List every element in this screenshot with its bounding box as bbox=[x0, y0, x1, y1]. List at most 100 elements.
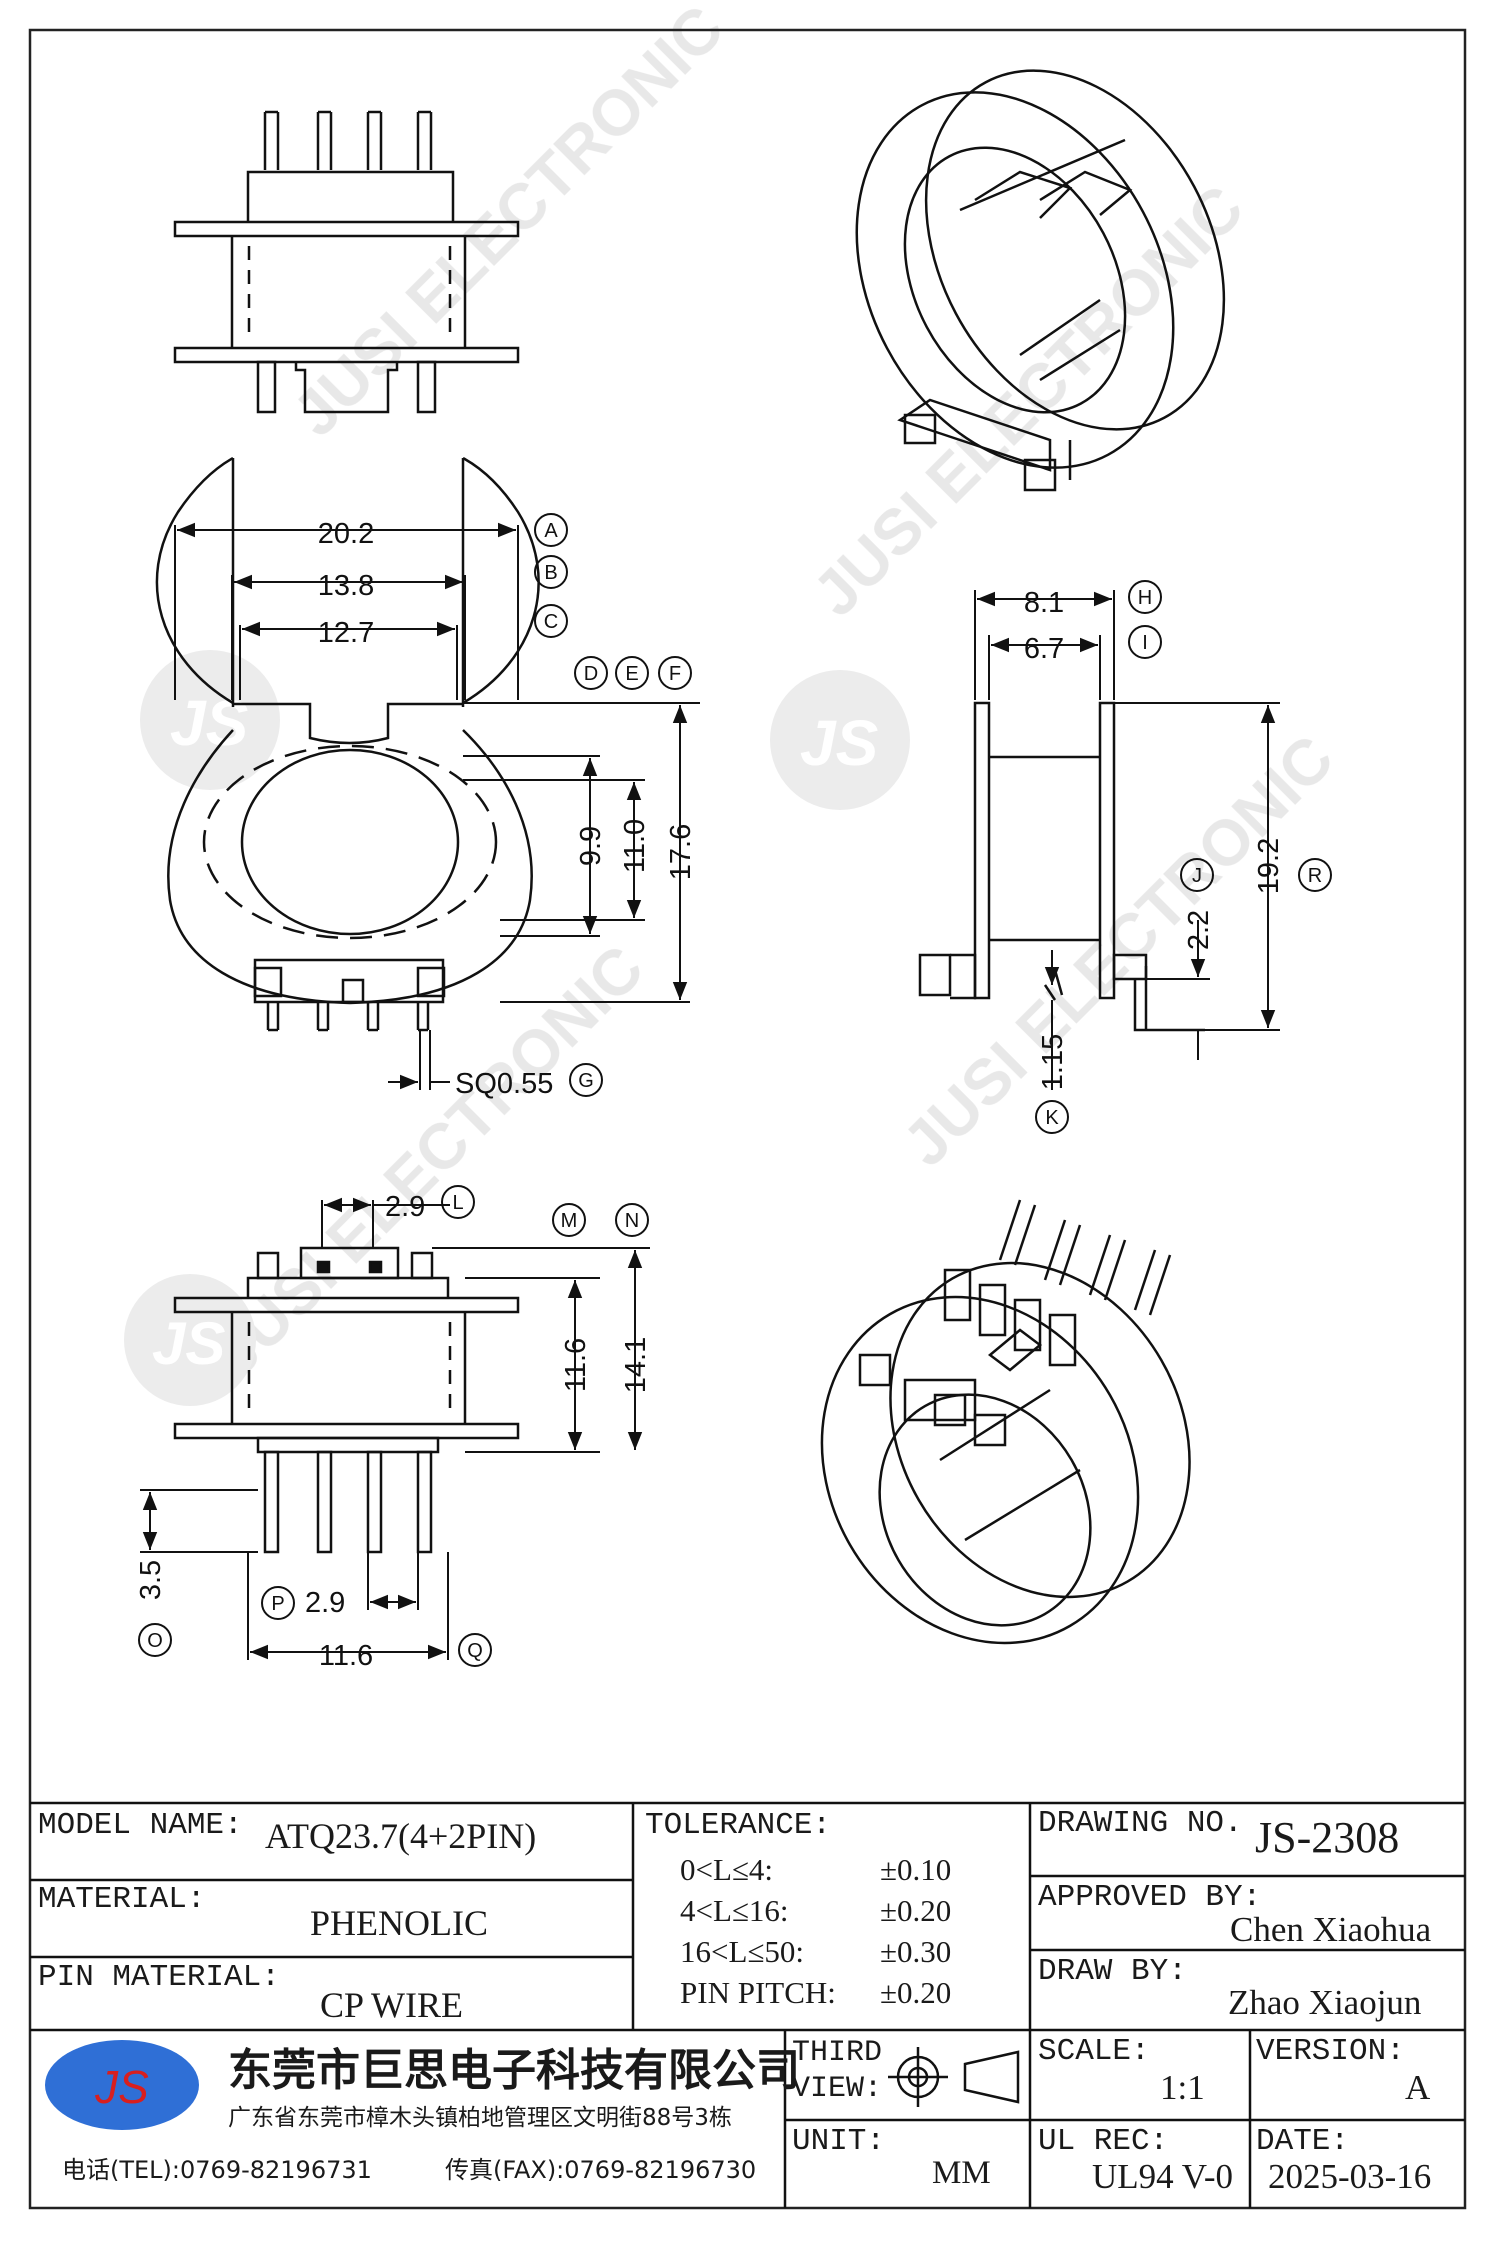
tolerance-value-2: ±0.20 bbox=[880, 1893, 952, 1928]
pin-material-label: PIN MATERIAL: bbox=[38, 1960, 280, 1995]
callout-d: D bbox=[584, 663, 598, 685]
scale-label: SCALE: bbox=[1038, 2034, 1150, 2069]
callout-l: L bbox=[452, 1192, 463, 1214]
dim-11-6-v: 11.6 bbox=[560, 1338, 592, 1392]
model-name-label: MODEL NAME: bbox=[38, 1808, 243, 1843]
dim-17-6: 17.6 bbox=[665, 824, 697, 880]
callout-circles bbox=[138, 513, 1332, 1667]
callout-i: I bbox=[1142, 632, 1148, 654]
date-label: DATE: bbox=[1256, 2124, 1350, 2159]
tolerance-value-1: ±0.10 bbox=[880, 1852, 952, 1887]
watermark-text-4: JUSI ELECTRONIC bbox=[889, 722, 1347, 1180]
draw-by-value: Zhao Xiaojun bbox=[1228, 1983, 1422, 2022]
dim-2-9-bot: 2.9 bbox=[305, 1587, 345, 1619]
watermark-logo-3 bbox=[124, 1274, 256, 1406]
dim-9-9: 9.9 bbox=[575, 826, 607, 866]
company-name: 东莞市巨思电子科技有限公司 bbox=[228, 2045, 800, 2096]
tolerance-value-3: ±0.30 bbox=[880, 1934, 952, 1969]
callout-m: M bbox=[561, 1210, 578, 1232]
callout-g: G bbox=[578, 1070, 594, 1092]
dim-14-1: 14.1 bbox=[620, 1337, 652, 1393]
callout-j: J bbox=[1192, 865, 1202, 887]
callout-r: R bbox=[1308, 865, 1322, 887]
company-address: 广东省东莞市樟木头镇柏地管理区文明街88号3栋 bbox=[228, 2105, 732, 2131]
dim-2-2: 2.2 bbox=[1183, 910, 1215, 950]
watermark-logo-text-2: JS bbox=[800, 707, 879, 779]
dimension-lines-bottom bbox=[140, 1197, 650, 1660]
date-value: 2025-03-16 bbox=[1268, 2157, 1432, 2196]
third-view-label-2: VIEW: bbox=[792, 2072, 883, 2106]
dim-6-7: 6.7 bbox=[1024, 633, 1064, 665]
unit-label: UNIT: bbox=[792, 2124, 886, 2159]
dim-13-8: 13.8 bbox=[318, 570, 374, 602]
callout-c: C bbox=[544, 611, 558, 633]
dim-8-1: 8.1 bbox=[1024, 587, 1064, 619]
callout-e: E bbox=[625, 663, 638, 685]
version-value: A bbox=[1405, 2068, 1431, 2107]
tolerance-range-2: 4<L≤16: bbox=[680, 1893, 789, 1928]
dimension-lines-right bbox=[974, 590, 1280, 1090]
callout-p: P bbox=[271, 1593, 284, 1615]
callout-b: B bbox=[544, 562, 557, 584]
callout-h: H bbox=[1138, 587, 1152, 609]
front-view bbox=[155, 456, 540, 1032]
unit-value: MM bbox=[932, 2155, 991, 2191]
watermark-logo-text-1: JS bbox=[170, 687, 249, 759]
scale-value: 1:1 bbox=[1160, 2068, 1205, 2107]
dim-sq: SQ0.55 bbox=[455, 1068, 553, 1100]
isometric-top bbox=[855, 69, 1226, 492]
bottom-side-view bbox=[173, 1246, 520, 1554]
callout-k: K bbox=[1045, 1107, 1059, 1129]
title-block-grid bbox=[30, 1801, 1465, 2208]
drawing-no-label: DRAWING NO. bbox=[1038, 1806, 1243, 1841]
fax: 传真(FAX):0769-82196730 bbox=[445, 2156, 757, 2184]
dim-11-0: 11.0 bbox=[619, 819, 651, 873]
tolerance-range-1: 0<L≤4: bbox=[680, 1852, 774, 1887]
callout-n: N bbox=[625, 1210, 639, 1232]
isometric-bottom bbox=[820, 1199, 1191, 1645]
pin-material-value: CP WIRE bbox=[320, 1985, 464, 2025]
model-name-value: ATQ23.7(4+2PIN) bbox=[265, 1816, 537, 1856]
dim-12-7: 12.7 bbox=[318, 617, 374, 649]
sheet-border bbox=[28, 28, 1467, 2210]
material-value: PHENOLIC bbox=[310, 1903, 488, 1943]
material-label: MATERIAL: bbox=[38, 1882, 206, 1917]
ul-rec-label: UL REC: bbox=[1038, 2124, 1169, 2159]
drawing-no-value: JS-2308 bbox=[1255, 1813, 1400, 1862]
dimension-labels: 20.2 13.8 12.7 9.9 11.0 17.6 SQ0.55 8.1 … bbox=[135, 518, 1285, 1672]
dim-11-6-h: 11.6 bbox=[319, 1640, 373, 1672]
version-label: VERSION: bbox=[1256, 2034, 1405, 2069]
watermark-logo-text-3: JS bbox=[152, 1310, 225, 1377]
company-logo-text: JS bbox=[94, 2061, 149, 2113]
callout-o: O bbox=[147, 1630, 163, 1652]
dim-19-2: 19.2 bbox=[1253, 838, 1285, 894]
tel: 电话(TEL):0769-82196731 bbox=[62, 2156, 372, 2184]
watermark-logo-2 bbox=[770, 670, 910, 810]
third-view-label-1: THIRD bbox=[792, 2036, 883, 2070]
ul-rec-value: UL94 V-0 bbox=[1092, 2157, 1233, 2196]
tolerance-range-4: PIN PITCH: bbox=[680, 1975, 836, 2010]
callout-q: Q bbox=[467, 1640, 483, 1662]
callout-f: F bbox=[669, 663, 681, 685]
dim-2-9-top: 2.9 bbox=[385, 1191, 425, 1223]
watermark-text-3: JUSI ELECTRONIC bbox=[199, 932, 657, 1390]
watermark-text-1: JUSI ELECTRONIC bbox=[279, 0, 737, 450]
dimension-lines bbox=[174, 522, 700, 1090]
dim-20-2: 20.2 bbox=[318, 518, 374, 550]
tolerance-range-3: 16<L≤50: bbox=[680, 1934, 805, 1969]
callout-letters: A B C D E F G H I J K L M N O P Q R bbox=[147, 520, 1322, 1662]
callout-a: A bbox=[544, 520, 558, 542]
third-angle-icon bbox=[888, 2047, 1020, 2107]
tolerance-value-4: ±0.20 bbox=[880, 1975, 952, 2010]
draw-by-label: DRAW BY: bbox=[1038, 1954, 1187, 1989]
approved-by-label: APPROVED BY: bbox=[1038, 1880, 1262, 1915]
dim-1-15: 1.15 bbox=[1037, 1034, 1069, 1090]
approved-by-value: Chen Xiaohua bbox=[1230, 1910, 1432, 1949]
company-logo: JS bbox=[45, 2040, 199, 2130]
dim-3-5: 3.5 bbox=[135, 1560, 167, 1600]
top-side-view bbox=[173, 110, 520, 414]
tolerance-label: TOLERANCE: bbox=[645, 1808, 832, 1843]
right-side-view bbox=[918, 701, 1205, 1032]
